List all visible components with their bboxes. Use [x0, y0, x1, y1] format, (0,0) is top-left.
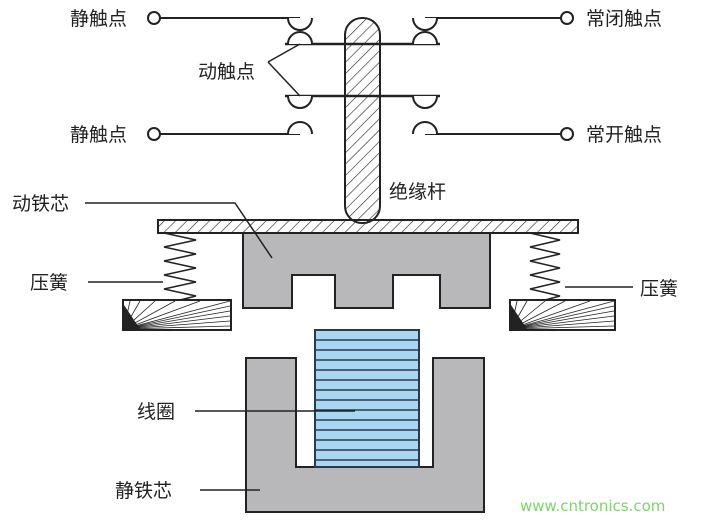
- label-moving-contact: 动触点: [198, 61, 255, 83]
- moving-contact-leader: [267, 43, 301, 97]
- label-nc-contact: 常闭触点: [586, 8, 662, 30]
- armature-plate: [157, 219, 579, 234]
- label-spring-left: 压簧: [30, 272, 68, 294]
- label-static-contact-top: 静触点: [70, 8, 127, 30]
- label-moving-core: 动铁芯: [12, 193, 69, 215]
- coil: [314, 329, 420, 468]
- static-iron-core: [245, 357, 485, 513]
- label-spring-right: 压簧: [640, 278, 678, 300]
- static-contact-wire-bottom: [147, 127, 300, 141]
- label-coil: 线圈: [137, 401, 175, 423]
- insulating-rod: [344, 17, 381, 224]
- label-insulating-rod: 绝缘杆: [389, 181, 446, 203]
- spring-right: [529, 232, 561, 301]
- no-contact-wire: [425, 127, 574, 141]
- label-no-contact: 常开触点: [586, 124, 662, 146]
- moving-iron-core: [242, 232, 491, 309]
- nc-contact-wire: [425, 11, 574, 25]
- spring-left: [163, 232, 197, 301]
- static-contact-wire-top: [147, 11, 300, 25]
- spring-base-right: [509, 299, 616, 331]
- label-static-contact-bottom: 静触点: [70, 124, 127, 146]
- spring-base-left: [122, 299, 232, 331]
- label-static-core: 静铁芯: [115, 480, 172, 502]
- leader-lines: [85, 202, 633, 491]
- watermark: www.cntronics.com: [520, 497, 665, 515]
- contact-points: [287, 17, 438, 135]
